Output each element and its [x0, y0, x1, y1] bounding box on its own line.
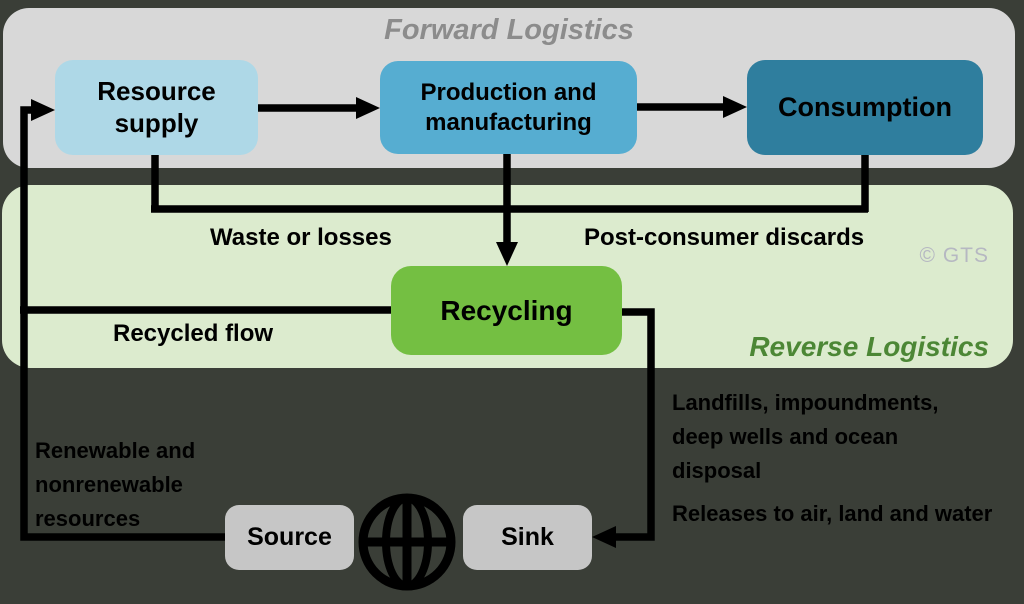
node-consumption-label: Consumption	[778, 92, 952, 122]
node-source-label: Source	[247, 523, 332, 551]
arrowhead-into-consumption	[723, 96, 747, 118]
arrowhead-into-resource-supply	[31, 99, 55, 121]
node-production-manufacturing-label: Production and manufacturing	[420, 78, 597, 136]
label-renewable-resources: Renewable and nonrenewable resources	[35, 438, 196, 531]
arrowhead-into-production	[356, 97, 380, 119]
node-sink: Sink	[463, 505, 592, 570]
label-releases: Releases to air, land and water	[672, 501, 993, 526]
reverse-logistics-title: Reverse Logistics	[749, 331, 989, 362]
node-resource-supply-label: Resource supply	[97, 76, 216, 138]
node-sink-label: Sink	[501, 523, 554, 551]
arrowhead-into-recycling	[496, 242, 518, 266]
label-recycled-flow: Recycled flow	[113, 320, 274, 347]
node-recycling: Recycling	[391, 266, 622, 355]
node-source: Source	[225, 505, 354, 570]
forward-logistics-title: Forward Logistics	[384, 14, 634, 46]
node-consumption: Consumption	[747, 60, 983, 155]
node-production-manufacturing: Production and manufacturing	[380, 61, 637, 154]
label-landfills-disposal: Landfills, impoundments, deep wells and …	[672, 390, 939, 483]
arrowhead-into-sink	[592, 526, 616, 548]
loop-source-to-supply-line	[20, 106, 225, 541]
watermark-gts: © GTS	[919, 244, 989, 267]
label-post-consumer-discards: Post-consumer discards	[584, 224, 865, 251]
node-recycling-label: Recycling	[440, 294, 573, 326]
arrow-recycling-to-sink-line	[608, 308, 655, 541]
globe-icon	[358, 493, 456, 591]
label-waste-or-losses: Waste or losses	[210, 224, 392, 251]
node-resource-supply: Resource supply	[55, 60, 258, 155]
